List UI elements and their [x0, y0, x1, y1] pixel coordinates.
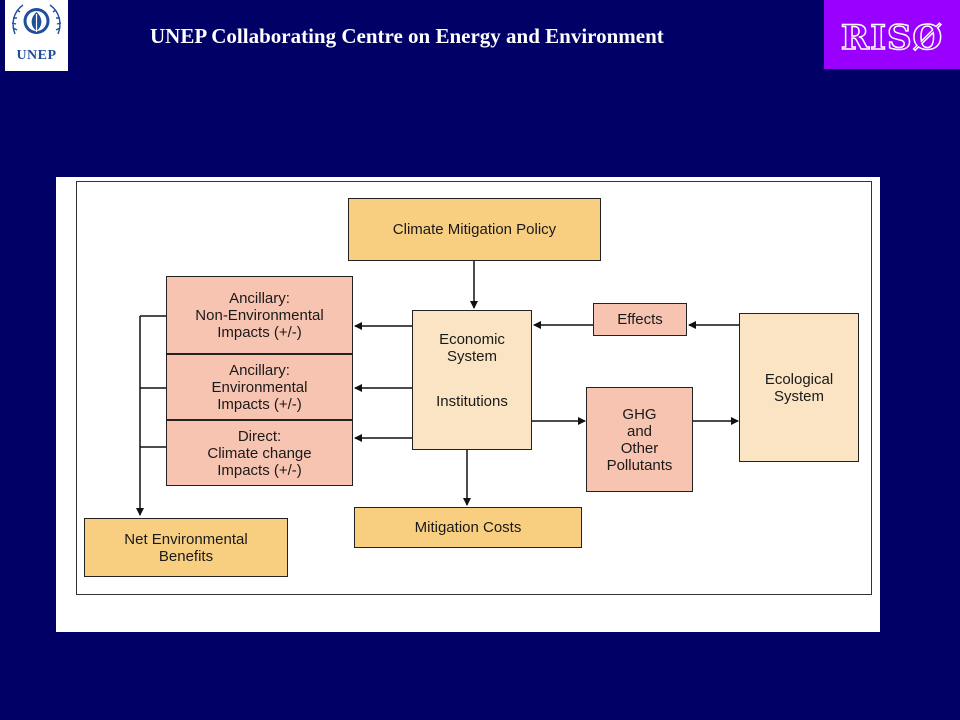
- economic-system-label: Economic System: [439, 331, 505, 365]
- un-emblem-icon: [11, 4, 62, 35]
- diagram-arrows: [136, 261, 739, 516]
- node-net-environmental-benefits: Net Environmental Benefits: [84, 518, 288, 577]
- node-mitigation-costs: Mitigation Costs: [354, 507, 582, 548]
- unep-logo-text: UNEP: [16, 48, 57, 63]
- node-climate-mitigation-policy: Climate Mitigation Policy: [348, 198, 601, 261]
- diagram-frame: [76, 181, 872, 595]
- node-ancillary-non-environmental: Ancillary: Non-Environmental Impacts (+/…: [166, 276, 353, 354]
- node-ghg-pollutants: GHG and Other Pollutants: [586, 387, 693, 492]
- node-effects: Effects: [593, 303, 687, 336]
- riso-logo-text: RISØ: [840, 17, 944, 59]
- header-title: UNEP Collaborating Centre on Energy and …: [150, 24, 664, 48]
- node-economic-system: Economic System Institutions: [412, 310, 532, 450]
- node-ancillary-environmental: Ancillary: Environmental Impacts (+/-): [166, 354, 353, 420]
- node-ecological-system: Ecological System: [739, 313, 859, 462]
- riso-logo: RISØ: [824, 0, 960, 69]
- node-direct-climate-change: Direct: Climate change Impacts (+/-): [166, 420, 353, 486]
- institutions-label: Institutions: [436, 393, 508, 410]
- unep-logo: UNEP: [5, 0, 68, 71]
- diagram-panel: Climate Mitigation Policy Ancillary: Non…: [56, 177, 880, 632]
